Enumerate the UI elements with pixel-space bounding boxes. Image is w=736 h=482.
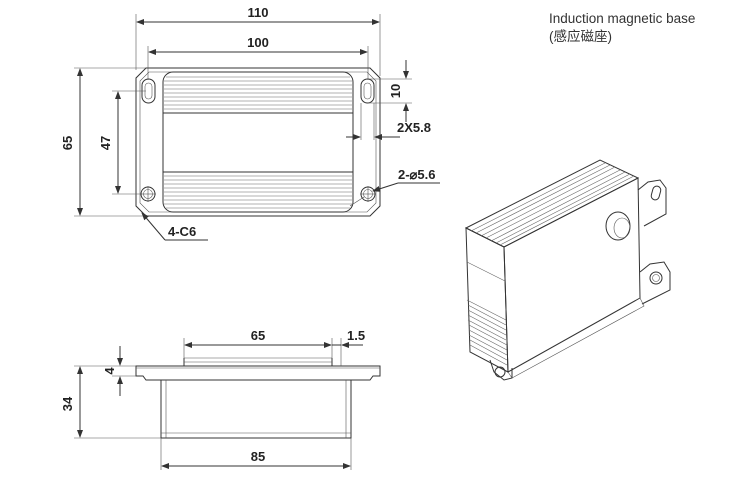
dim-width-inner: 100 [247,35,269,50]
iso-front-face [465,227,509,373]
title-chinese: (感应磁座) [549,29,612,44]
title-english: Induction magnetic base [549,11,696,26]
dim-flange-thickness: 1.5 [347,328,365,343]
top-view-body [162,71,354,213]
dim-height-inner: 47 [98,136,113,150]
top-view: 110 100 65 47 10 2X5.8 2-⌀5.6 4-C6 [60,5,440,241]
dim-width-overall: 110 [248,5,269,20]
product-title: Induction magnetic base (感应磁座) [549,10,695,46]
iso-flange-tab-bottom [639,261,671,305]
dim-hole-diameter: 2-⌀5.6 [398,167,435,182]
side-view-body [160,379,352,439]
iso-top-fins [470,162,635,246]
top-fins [163,76,353,114]
iso-end-face [503,177,641,373]
dim-slot-length: 10 [388,84,403,98]
side-view-flange [135,365,381,381]
dim-height-overall: 65 [60,136,75,150]
iso-sensor [605,211,631,241]
dim-slot-width: 2X5.8 [397,120,431,135]
dim-total-height: 34 [60,396,75,411]
iso-top-face [464,159,640,248]
iso-front-fins [466,261,508,366]
dim-base-width: 85 [251,449,265,464]
top-view-outline [135,67,381,217]
dim-corner-chamfer: 4-C6 [168,224,196,239]
bottom-fins [163,171,353,209]
isometric-view [464,159,671,381]
right-slot [360,78,375,104]
dim-top-length: 65 [251,328,265,343]
iso-flange-tab-front [489,359,513,381]
iso-flange-tab-top [637,179,667,227]
dim-flange-height: 4 [102,367,117,375]
side-view: 65 1.5 4 34 85 [60,328,381,470]
